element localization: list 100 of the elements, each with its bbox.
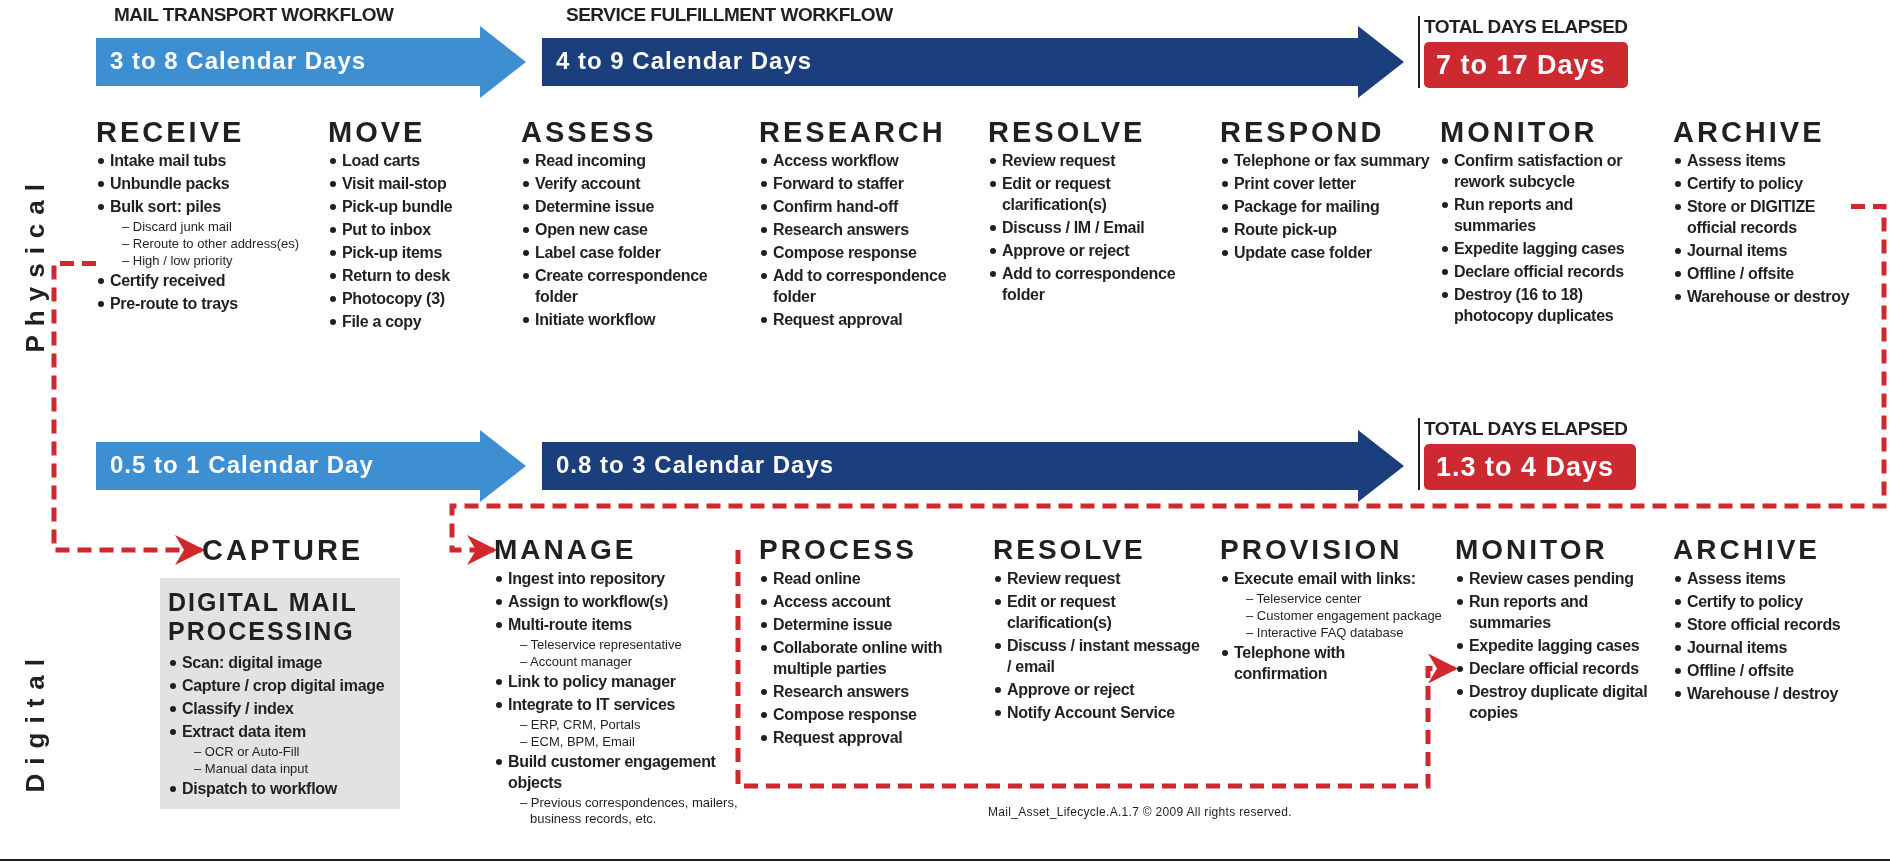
bullet-item: Dispatch to workflow xyxy=(168,778,392,799)
bullet-item: Classify / index xyxy=(168,698,392,719)
bullet-item: Update case folder xyxy=(1220,242,1430,263)
bullet-item: Intake mail tubs xyxy=(96,150,311,171)
bullet-item: Certify to policy xyxy=(1673,591,1851,612)
bullet-item: Journal items xyxy=(1673,637,1851,658)
bullet-item: Read online xyxy=(759,568,971,589)
bullet-item: Journal items xyxy=(1673,240,1851,261)
sub-item: – Teleservice center xyxy=(1245,591,1363,607)
bullet-item: Certify received xyxy=(96,270,311,291)
stage-heading: PROCESS xyxy=(759,533,917,567)
total-caption: TOTAL DAYS ELAPSED xyxy=(1424,418,1628,440)
bullet-item: Add to correspondence folder xyxy=(759,265,974,307)
bullet-item: Run reports and summaries xyxy=(1455,591,1655,633)
sub-item: – High / low priority xyxy=(121,253,234,269)
bullet-item: Certify to policy xyxy=(1673,173,1851,194)
bullet-item: Review cases pending xyxy=(1455,568,1655,589)
sub-item: – Discard junk mail xyxy=(121,219,233,235)
bullet-item: Expedite lagging cases xyxy=(1440,238,1655,259)
stage-heading: CAPTURE xyxy=(202,533,364,568)
bullet-item: Forward to staffer xyxy=(759,173,974,194)
sub-item: – Teleservice representative xyxy=(519,637,683,653)
bullet-item: Visit mail-stop xyxy=(328,173,508,194)
bullet-item: Approve or reject xyxy=(988,240,1208,261)
bullet-item: Request approval xyxy=(759,309,974,330)
bullet-item: Route pick-up xyxy=(1220,219,1430,240)
bullet-item: Access workflow xyxy=(759,150,974,171)
bullet-item: Warehouse / destroy xyxy=(1673,683,1851,704)
bullet-item: Approve or reject xyxy=(993,679,1205,700)
dashed-arrow xyxy=(735,550,1458,789)
stage-heading: RESPOND xyxy=(1220,115,1385,150)
bullet-item: Discuss / IM / Email xyxy=(988,217,1208,238)
row-label: Physical xyxy=(20,175,51,353)
bullet-item: Load carts xyxy=(328,150,508,171)
bullet-item: Store or DIGITIZE official records xyxy=(1673,196,1851,238)
workflow-title: SERVICE FULFILLMENT WORKFLOW xyxy=(566,4,893,26)
bullet-item: Print cover letter xyxy=(1220,173,1430,194)
bullet-item: Build customer engagement objects xyxy=(494,751,738,793)
bullet-item: File a copy xyxy=(328,311,508,332)
bullet-item: Offline / offsite xyxy=(1673,660,1851,681)
bullet-item: Request approval xyxy=(759,727,971,748)
bullet-item: Edit or request clarification(s) xyxy=(993,591,1205,633)
bullet-item: Determine issue xyxy=(521,196,746,217)
bullet-item: Extract data item xyxy=(168,721,392,742)
bullet-item: Confirm satisfaction or rework subcycle xyxy=(1440,150,1655,192)
bullet-item: Review request xyxy=(993,568,1205,589)
sub-item: – Interactive FAQ database xyxy=(1245,625,1405,641)
bullet-item: Telephone with confirmation xyxy=(1220,642,1442,684)
bullet-item: Integrate to IT services xyxy=(494,694,738,715)
bullet-item: Compose response xyxy=(759,242,974,263)
bullet-item: Link to policy manager xyxy=(494,671,738,692)
bullet-item: Unbundle packs xyxy=(96,173,311,194)
stage-heading: RESOLVE xyxy=(993,533,1146,567)
bullet-item: Initiate workflow xyxy=(521,309,746,330)
stage-heading: RESOLVE xyxy=(988,115,1146,150)
sub-item: – OCR or Auto-Fill xyxy=(193,744,301,760)
bullet-item: Ingest into repository xyxy=(494,568,738,589)
bullet-item: Review request xyxy=(988,150,1208,171)
duration-text: 4 to 9 Calendar Days xyxy=(556,46,813,76)
bullet-item: Confirm hand-off xyxy=(759,196,974,217)
copyright-note: Mail_Asset_Lifecycle.A.1.7 © 2009 All rights reserved. xyxy=(988,805,1292,819)
bullet-item: Put to inbox xyxy=(328,219,508,240)
bullet-item: Execute email with links: xyxy=(1220,568,1442,589)
bullet-item: Telephone or fax summary xyxy=(1220,150,1430,171)
dashed-arrow xyxy=(51,261,205,565)
bullet-item: Multi-route items xyxy=(494,614,738,635)
total-days-value: 1.3 to 4 Days xyxy=(1424,444,1637,490)
sub-item: – Previous correspondences, mailers, business records, etc. xyxy=(519,795,738,827)
panel-heading: DIGITAL MAIL PROCESSING xyxy=(168,588,359,646)
bullet-item: Assess items xyxy=(1673,568,1851,589)
workflow-title: MAIL TRANSPORT WORKFLOW xyxy=(114,4,394,26)
sub-item: – ECM, BPM, Email xyxy=(519,734,636,750)
stage-heading: ARCHIVE xyxy=(1673,115,1825,150)
sub-item: – Manual data input xyxy=(193,761,310,777)
bullet-item: Verify account xyxy=(521,173,746,194)
bullet-item: Access account xyxy=(759,591,971,612)
duration-text: 0.5 to 1 Calendar Day xyxy=(110,450,374,480)
sub-item: – Customer engagement package xyxy=(1245,608,1442,624)
bullet-item: Notify Account Service xyxy=(993,702,1205,723)
bullet-item: Add to correspondence folder xyxy=(988,263,1208,305)
bullet-item: Research answers xyxy=(759,681,971,702)
bullet-item: Run reports and summaries xyxy=(1440,194,1655,236)
bullet-item: Create correspondence folder xyxy=(521,265,746,307)
bullet-item: Assess items xyxy=(1673,150,1851,171)
bullet-item: Capture / crop digital image xyxy=(168,675,392,696)
bullet-item: Scan: digital image xyxy=(168,652,392,673)
bullet-item: Store official records xyxy=(1673,614,1851,635)
dashed-arrow xyxy=(449,204,1887,565)
stage-heading: ARCHIVE xyxy=(1673,533,1820,567)
bullet-item: Open new case xyxy=(521,219,746,240)
bullet-item: Destroy duplicate digital copies xyxy=(1455,681,1655,723)
bullet-item: Determine issue xyxy=(759,614,971,635)
stage-heading: MONITOR xyxy=(1455,533,1608,567)
bullet-item: Pick-up bundle xyxy=(328,196,508,217)
bullet-item: Bulk sort: piles xyxy=(96,196,311,217)
total-days-value: 7 to 17 Days xyxy=(1424,42,1628,88)
bullet-item: Package for mailing xyxy=(1220,196,1430,217)
total-caption: TOTAL DAYS ELAPSED xyxy=(1424,16,1628,38)
bullet-item: Destroy (16 to 18) photocopy duplicates xyxy=(1440,284,1655,326)
sub-item: – Reroute to other address(es) xyxy=(121,236,301,252)
